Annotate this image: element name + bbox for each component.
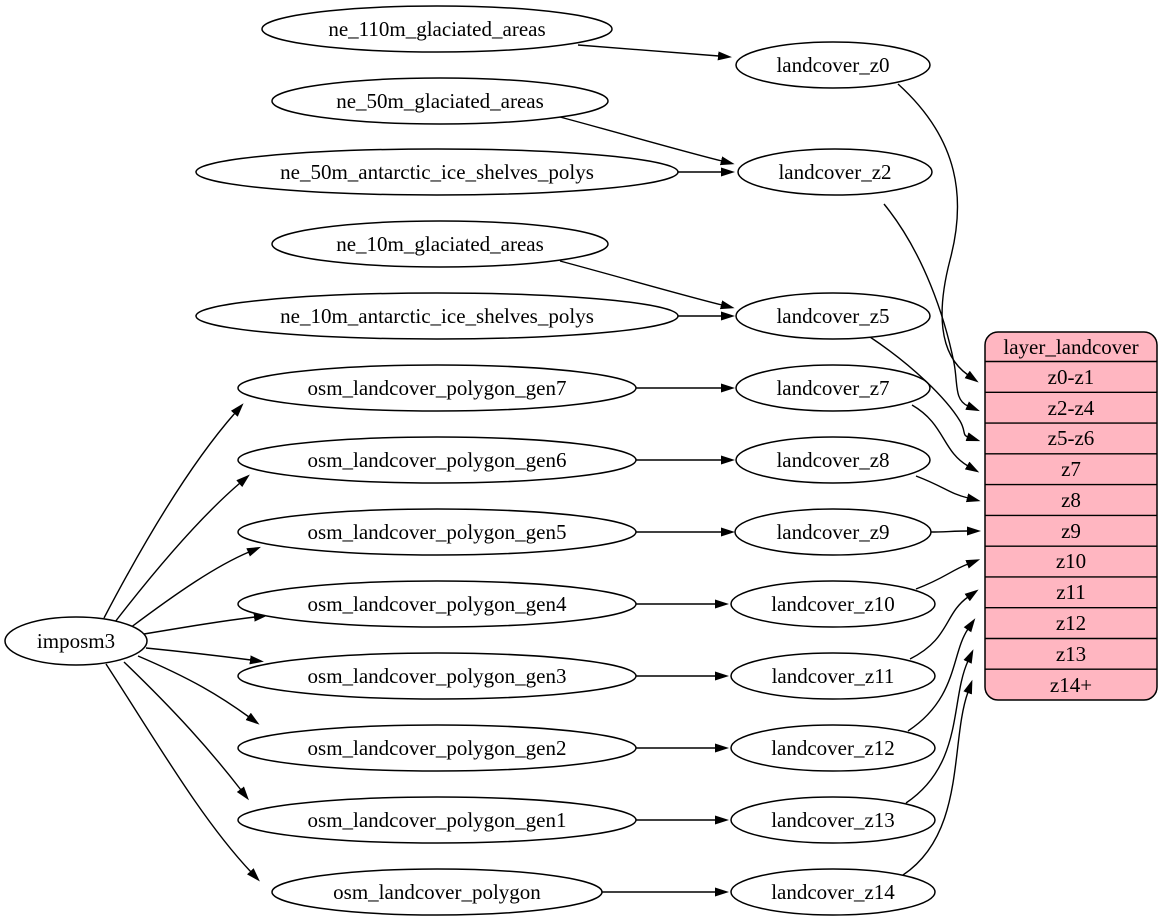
table-cell-z7: z7 (1061, 457, 1081, 481)
edge-imposm3-osm-landcover-polygon-gen3 (145, 647, 264, 665)
node-osm-landcover-polygon-gen1: osm_landcover_polygon_gen1 (237, 796, 637, 844)
node-osm-landcover-polygon-gen3: osm_landcover_polygon_gen3 (237, 652, 637, 700)
edge-landcover-z10-row-z10 (915, 559, 981, 590)
node-label: osm_landcover_polygon (333, 880, 541, 904)
node-label: landcover_z14 (771, 880, 895, 904)
table-cell-z10: z10 (1056, 549, 1086, 573)
node-label: landcover_z12 (771, 736, 895, 760)
node-label: ne_50m_glaciated_areas (336, 89, 544, 113)
node-label: osm_landcover_polygon_gen5 (308, 520, 567, 544)
node-ne-10m-antarctic-ice-shelves-polys: ne_10m_antarctic_ice_shelves_polys (195, 292, 679, 340)
table-layer-landcover: layer_landcover z0-z1 z2-z4 z5-z6 z7 z8 … (984, 331, 1158, 701)
node-label: ne_50m_antarctic_ice_shelves_polys (280, 160, 594, 184)
table-cell-z13: z13 (1056, 642, 1086, 666)
table-cell-z9: z9 (1061, 519, 1081, 543)
node-label: osm_landcover_polygon_gen7 (308, 376, 567, 400)
node-osm-landcover-polygon-gen4: osm_landcover_polygon_gen4 (237, 580, 637, 628)
edge-landcover-z14-row-z14plus (902, 679, 973, 876)
node-label: landcover_z10 (771, 592, 895, 616)
node-landcover-z9: landcover_z9 (734, 508, 932, 556)
node-imposm3: imposm3 (4, 616, 148, 666)
edge-landcover-z13-row-z13 (905, 649, 974, 804)
node-ne-50m-glaciated-areas: ne_50m_glaciated_areas (271, 77, 609, 125)
edges-group (103, 44, 981, 897)
edge-landcover-z11-row-z11 (909, 589, 979, 660)
node-landcover-z0: landcover_z0 (735, 41, 931, 89)
node-landcover-z10: landcover_z10 (730, 580, 936, 628)
edge-ne-110m-glaciated-areas-landcover-z0 (577, 44, 732, 61)
node-label: osm_landcover_polygon_gen6 (308, 448, 567, 472)
table-cell-z0-z1: z0-z1 (1048, 365, 1095, 389)
node-label: osm_landcover_polygon_gen1 (308, 808, 567, 832)
edge-ne-10m-glaciated-areas-landcover-z5 (559, 260, 735, 310)
node-osm-landcover-polygon-gen2: osm_landcover_polygon_gen2 (237, 724, 637, 772)
edge-landcover-z7-row-z7 (911, 404, 980, 473)
table-cell-z5-z6: z5-z6 (1048, 426, 1095, 450)
table-cell-z2-z4: z2-z4 (1048, 396, 1095, 420)
edge-ne-50m-glaciated-areas-landcover-z2 (559, 116, 735, 166)
node-osm-landcover-polygon-gen6: osm_landcover_polygon_gen6 (237, 436, 637, 484)
edge-imposm3-osm-landcover-polygon-gen5 (129, 546, 261, 629)
edge-imposm3-osm-landcover-polygon-gen7 (103, 403, 244, 619)
node-osm-landcover-polygon-gen5: osm_landcover_polygon_gen5 (237, 508, 637, 556)
edge-landcover-z8-row-z8 (915, 475, 981, 503)
table-cell-z8: z8 (1061, 488, 1081, 512)
table-cell-z12: z12 (1056, 611, 1086, 635)
node-label: ne_110m_glaciated_areas (328, 17, 545, 41)
node-label: ne_10m_glaciated_areas (336, 232, 544, 256)
edge-landcover-z5-row-z5-z6 (869, 336, 981, 442)
edge-imposm3-osm-landcover-polygon-gen1 (123, 661, 249, 801)
edge-imposm3-osm-landcover-polygon (105, 663, 260, 882)
node-label: osm_landcover_polygon_gen3 (308, 664, 567, 688)
edge-landcover-z12-row-z12 (907, 618, 976, 732)
node-label: imposm3 (37, 629, 115, 653)
node-label: landcover_z7 (776, 376, 889, 400)
edge-imposm3-osm-landcover-polygon-gen6 (114, 474, 250, 623)
node-landcover-z2: landcover_z2 (737, 148, 933, 196)
node-osm-landcover-polygon: osm_landcover_polygon (271, 868, 603, 916)
node-osm-landcover-polygon-gen7: osm_landcover_polygon_gen7 (237, 364, 637, 412)
node-label: landcover_z11 (772, 664, 895, 688)
node-ne-50m-antarctic-ice-shelves-polys: ne_50m_antarctic_ice_shelves_polys (195, 148, 679, 196)
node-landcover-z13: landcover_z13 (730, 796, 936, 844)
table-title: layer_landcover (1003, 335, 1138, 359)
node-label: ne_10m_antarctic_ice_shelves_polys (280, 304, 594, 328)
node-landcover-z8: landcover_z8 (735, 436, 931, 484)
edge-landcover-z9-row-z9 (930, 526, 981, 536)
node-label: osm_landcover_polygon_gen4 (308, 592, 567, 616)
table-cell-z11: z11 (1056, 580, 1086, 604)
node-label: landcover_z2 (778, 160, 891, 184)
node-ne-10m-glaciated-areas: ne_10m_glaciated_areas (271, 220, 609, 268)
node-label: landcover_z0 (776, 53, 889, 77)
node-ne-110m-glaciated-areas: ne_110m_glaciated_areas (261, 5, 613, 53)
node-label: landcover_z5 (776, 304, 889, 328)
node-landcover-z5: landcover_z5 (735, 292, 931, 340)
edge-imposm3-osm-landcover-polygon-gen4 (143, 612, 268, 635)
edge-landcover-z2-row-z2-z4 (883, 203, 980, 412)
node-landcover-z14: landcover_z14 (730, 868, 936, 916)
node-landcover-z7: landcover_z7 (735, 364, 931, 412)
table-cell-z14plus: z14+ (1050, 673, 1092, 697)
node-label: landcover_z13 (771, 808, 895, 832)
node-landcover-z12: landcover_z12 (730, 724, 936, 772)
node-label: osm_landcover_polygon_gen2 (308, 736, 567, 760)
node-label: landcover_z9 (776, 520, 889, 544)
node-landcover-z11: landcover_z11 (730, 652, 936, 700)
edge-landcover-z0-row-z0-z1 (897, 83, 979, 383)
edge-imposm3-osm-landcover-polygon-gen2 (137, 655, 260, 725)
node-label: landcover_z8 (776, 448, 889, 472)
